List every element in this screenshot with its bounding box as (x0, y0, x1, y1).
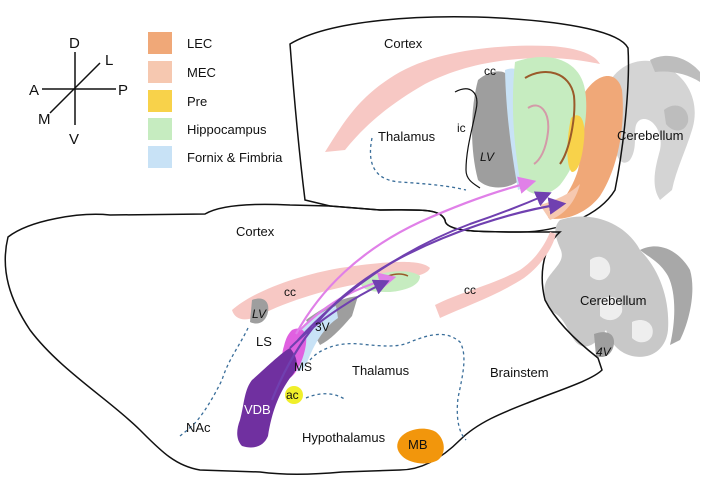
legend-swatch-pre (148, 90, 172, 112)
lower-cc-back-label: cc (464, 283, 476, 297)
legend-label-hippocampus: Hippocampus (187, 122, 267, 137)
third-ventricle-label: 3V (315, 320, 330, 334)
lower-cc-front-label: cc (284, 285, 296, 299)
lower-brain: Cortex cc cc LV LS MS 3V ac VDB NAc Thal… (4, 176, 693, 476)
upper-cortex-label: Cortex (384, 36, 423, 51)
legend-label-lec: LEC (187, 36, 212, 51)
upper-cerebellum-folia (611, 55, 700, 200)
lower-cortex-label: Cortex (236, 224, 275, 239)
mb-label: MB (408, 437, 428, 452)
medial-label: M (38, 111, 51, 128)
legend-label-mec: MEC (187, 65, 216, 80)
dorsal-label: D (69, 35, 80, 52)
lower-brain-outline (4, 203, 603, 476)
lower-cerebellum-label: Cerebellum (580, 293, 646, 308)
lower-cc-back (435, 232, 556, 318)
upper-lec-region (548, 76, 623, 219)
fourth-ventricle (594, 332, 614, 358)
hippocampus-thread-inner (527, 104, 550, 165)
ac-label: ac (286, 388, 299, 402)
lower-cerebellum-folia (544, 216, 693, 357)
hypothalamus-label: Hypothalamus (302, 430, 386, 445)
lower-thalamus-label: Thalamus (352, 363, 410, 378)
upper-cerebellum-label: Cerebellum (617, 128, 683, 143)
orientation-axes: D L A P M V (29, 35, 128, 148)
legend-label-pre: Pre (187, 94, 207, 109)
fourth-ventricle-label: 4V (596, 345, 612, 359)
vdb-region (237, 348, 297, 448)
lower-thalamus-dashed-border (309, 333, 467, 441)
ac-region (285, 386, 303, 404)
legend: LEC MEC Pre Hippocampus Fornix & Fimbria (148, 32, 283, 168)
upper-thalamus-label: Thalamus (378, 129, 436, 144)
mb-region (397, 428, 444, 464)
lower-lv (250, 298, 269, 324)
legend-swatch-hippocampus (148, 118, 172, 140)
lateral-label: L (105, 52, 113, 69)
lower-lv-label: LV (252, 307, 267, 321)
hippocampus-thread-outer (524, 71, 576, 165)
legend-swatch-lec (148, 32, 172, 54)
purple-middle-arrow (297, 191, 552, 341)
upper-ic-label: ic (457, 121, 466, 135)
posterior-label: P (118, 82, 128, 99)
anterior-label: A (29, 82, 39, 99)
legend-swatch-mec (148, 61, 172, 83)
upper-cc-band (325, 45, 600, 152)
legend-label-fornix: Fornix & Fimbria (187, 150, 283, 165)
upper-thalamus-dashed-border (369, 137, 467, 191)
ventral-label: V (69, 131, 79, 148)
ls-label: LS (256, 334, 272, 349)
upper-brain: Cortex cc Thalamus ic LV Cerebellum (289, 16, 700, 233)
brainstem-label: Brainstem (490, 365, 549, 380)
ms-label: MS (294, 360, 312, 374)
nac-label: NAc (186, 420, 211, 435)
upper-lv-label: LV (480, 150, 495, 164)
vdb-label: VDB (244, 402, 271, 417)
legend-swatch-fornix (148, 146, 172, 168)
pink-projection-arrow (295, 176, 537, 335)
upper-cc-label: cc (484, 64, 496, 78)
